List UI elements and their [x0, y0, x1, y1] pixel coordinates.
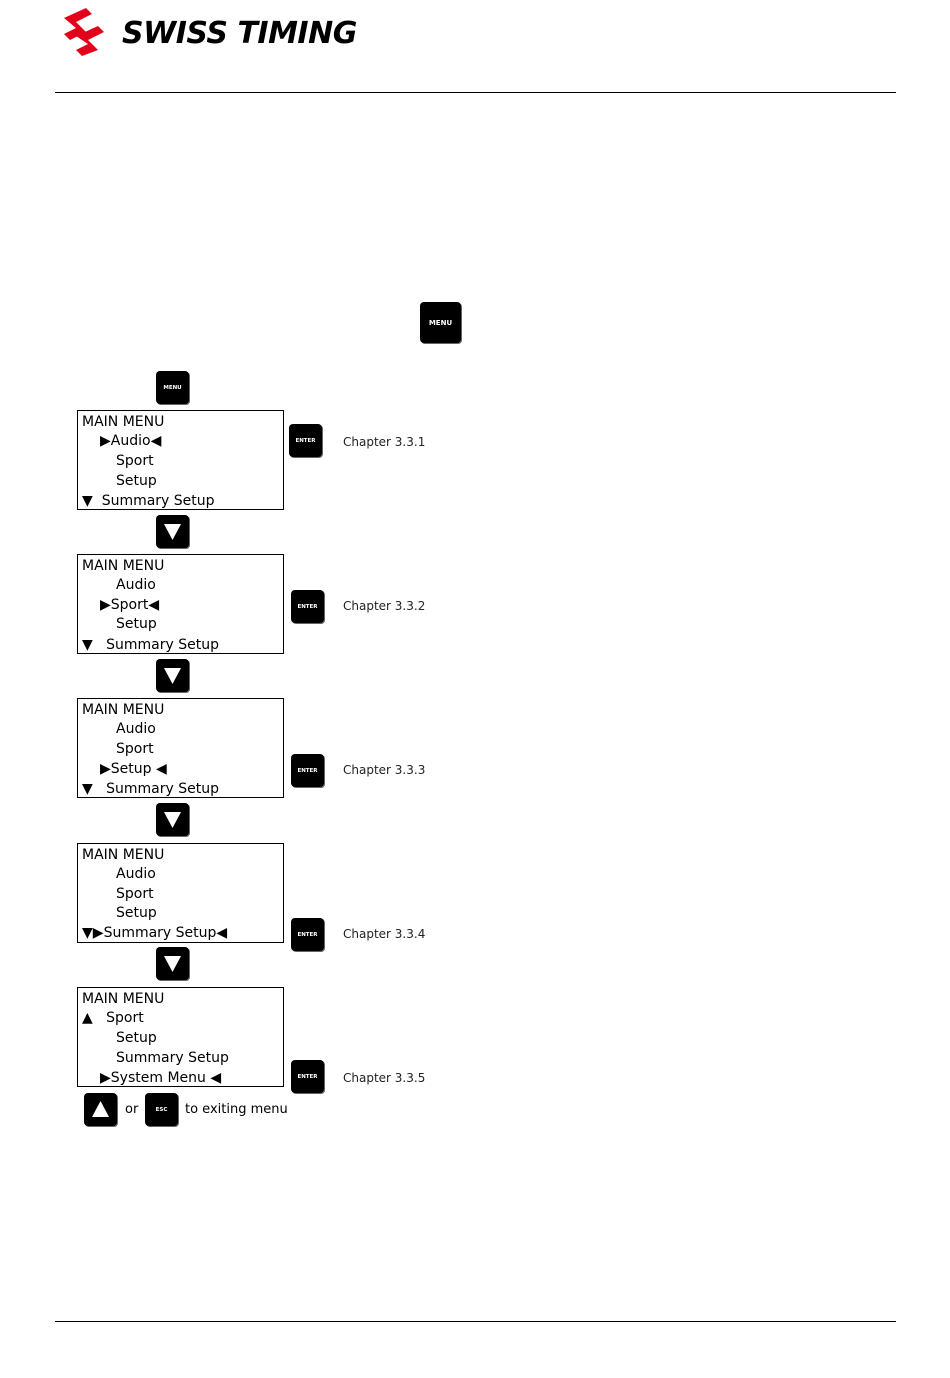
lcd-screen-3: MAIN MENU Audio Sport ▶Setup ◀ ▼ Summary…	[77, 698, 284, 798]
select-arrow-icon: ▶	[100, 433, 111, 449]
lcd-title: MAIN MENU	[82, 414, 165, 430]
select-arrow-icon: ◀	[148, 597, 160, 613]
select-arrow-icon: ◀	[150, 433, 162, 449]
scroll-down-icon: ▼	[82, 781, 93, 797]
scroll-down-icon: ▼	[82, 925, 93, 941]
enter-key-icon: ENTER	[289, 424, 322, 457]
down-arrow-key-icon	[156, 947, 189, 980]
enter-key-icon: ENTER	[291, 754, 324, 787]
swiss-timing-logo: SWISS TIMING	[64, 8, 357, 56]
select-arrow-icon: ◀	[216, 925, 228, 941]
or-label: or	[125, 1102, 139, 1117]
down-arrow-key-icon	[156, 659, 189, 692]
select-arrow-icon: ▶	[100, 1070, 111, 1086]
select-arrow-icon: ◀	[210, 1070, 222, 1086]
scroll-up-icon: ▲	[82, 1010, 93, 1026]
down-arrow-key-icon	[156, 515, 189, 548]
scroll-down-icon: ▼	[82, 637, 93, 653]
enter-key-icon: ENTER	[291, 918, 324, 951]
lcd-screen-4: MAIN MENU Audio Sport Setup ▼▶Summary Se…	[77, 843, 284, 943]
up-arrow-key-icon	[84, 1093, 117, 1126]
chapter-ref: Chapter 3.3.5	[343, 1071, 426, 1085]
footer-rule	[55, 1321, 896, 1322]
select-arrow-icon: ▶	[92, 925, 104, 941]
lcd-screen-5: MAIN MENU ▲ Sport Setup Summary Setup ▶S…	[77, 987, 284, 1087]
esc-key-icon: ESC	[145, 1093, 178, 1126]
chapter-ref: Chapter 3.3.3	[343, 763, 426, 777]
enter-key-icon: ENTER	[291, 1060, 324, 1093]
lcd-screen-1: MAIN MENU ▶Audio◀ Sport Setup ▼ Summary …	[77, 410, 284, 510]
exit-label: to exiting menu	[185, 1102, 288, 1117]
chapter-ref: Chapter 3.3.2	[343, 599, 426, 613]
menu-key-icon: MENU	[420, 302, 461, 343]
chapter-ref: Chapter 3.3.4	[343, 927, 426, 941]
header-rule	[55, 92, 896, 93]
select-arrow-icon: ▶	[100, 597, 111, 613]
menu-key-icon: MENU	[156, 371, 189, 404]
chapter-ref: Chapter 3.3.1	[343, 435, 426, 449]
lcd-screen-2: MAIN MENU Audio ▶Sport◀ Setup ▼ Summary …	[77, 554, 284, 654]
select-arrow-icon: ▶	[100, 761, 111, 777]
select-arrow-icon: ◀	[155, 761, 167, 777]
enter-key-icon: ENTER	[291, 590, 324, 623]
brand-name: SWISS TIMING	[122, 16, 357, 51]
down-arrow-key-icon	[156, 803, 189, 836]
scroll-down-icon: ▼	[82, 493, 93, 509]
